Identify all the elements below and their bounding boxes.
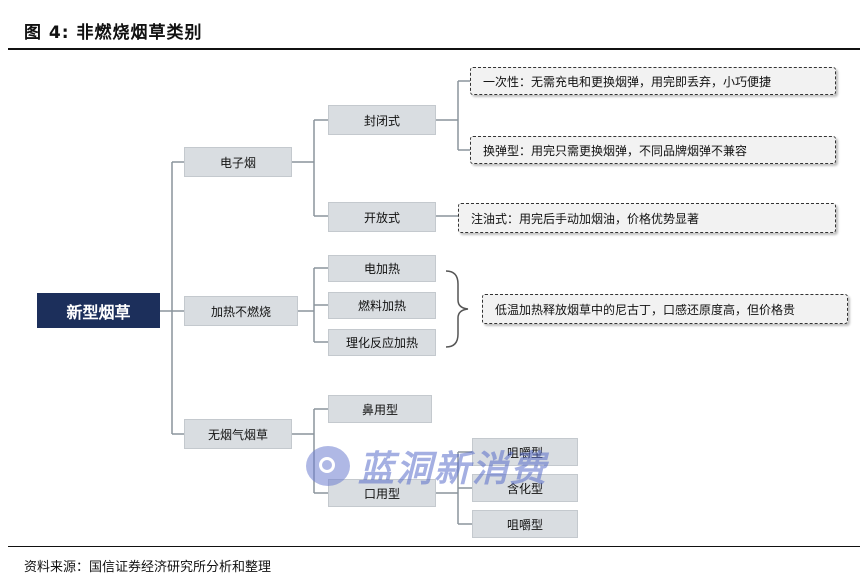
node-chemical-heating: 理化反应加热 <box>328 329 436 356</box>
bottom-rule <box>8 546 860 547</box>
top-rule <box>8 48 860 50</box>
node-heat-not-burn: 加热不燃烧 <box>184 296 298 326</box>
node-nasal: 鼻用型 <box>328 395 432 423</box>
node-open-system: 开放式 <box>328 202 436 232</box>
node-closed-system: 封闭式 <box>328 105 436 135</box>
note-refill-cartridge: 换弹型：用完只需更换烟弹，不同品牌烟弹不兼容 <box>470 136 836 164</box>
node-electric-heating: 电加热 <box>328 255 436 282</box>
root-node: 新型烟草 <box>37 293 160 328</box>
node-e-cigarette: 电子烟 <box>184 147 292 177</box>
figure-title: 图 4: 非燃烧烟草类别 <box>24 23 203 43</box>
source-note: 资料来源：国信证券经济研究所分析和整理 <box>24 560 272 575</box>
note-open-refillable: 注油式：用完后手动加烟油，价格优势显著 <box>458 203 836 233</box>
node-oral-chewing-2: 咀嚼型 <box>472 510 578 538</box>
node-oral-dissolvable: 含化型 <box>472 474 578 502</box>
node-oral: 口用型 <box>328 479 436 507</box>
note-heat-not-burn: 低温加热释放烟草中的尼古丁，口感还原度高，但价格贵 <box>482 294 848 324</box>
node-smokeless-tobacco: 无烟气烟草 <box>184 419 292 449</box>
node-fuel-heating: 燃料加热 <box>328 292 436 319</box>
node-oral-chewing: 咀嚼型 <box>472 438 578 466</box>
note-disposable: 一次性：无需充电和更换烟弹，用完即丢弃，小巧便捷 <box>470 67 836 95</box>
